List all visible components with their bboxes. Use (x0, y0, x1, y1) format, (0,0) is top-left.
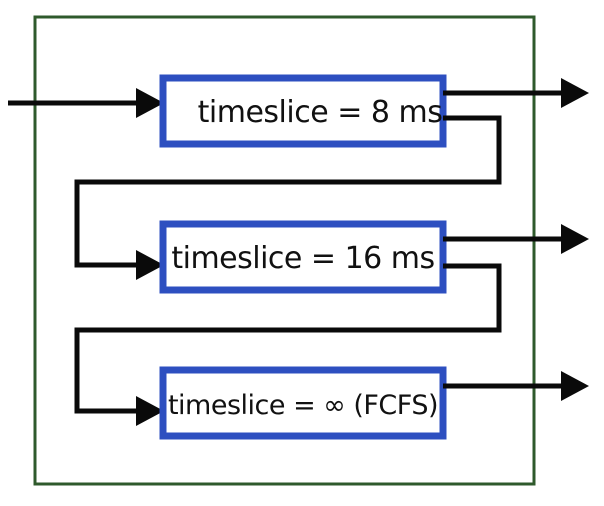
queue-2-exit-arrow (443, 224, 589, 254)
queue-1-label: timeslice = 8 ms (198, 95, 443, 130)
entry-arrow (8, 88, 164, 118)
demotion-arrow-2-to-3 (74, 263, 502, 426)
queue-3-box (159, 366, 447, 440)
queue-3-label: timeslice = ∞ (FCFS) (168, 390, 438, 421)
queue-1: timeslice = 8 ms (159, 74, 447, 148)
queue-2-label: timeslice = 16 ms (171, 241, 434, 276)
queue-3-exit-arrow (443, 371, 589, 401)
queue-2-box (159, 220, 447, 294)
outer-frame (33, 15, 536, 486)
queue-1-exit-arrow (443, 78, 589, 108)
demotion-arrow-1-to-2 (74, 115, 502, 280)
queue-3: timeslice = ∞ (FCFS) (159, 366, 447, 440)
queue-2: timeslice = 16 ms (159, 220, 447, 294)
queue-1-box (159, 74, 447, 148)
